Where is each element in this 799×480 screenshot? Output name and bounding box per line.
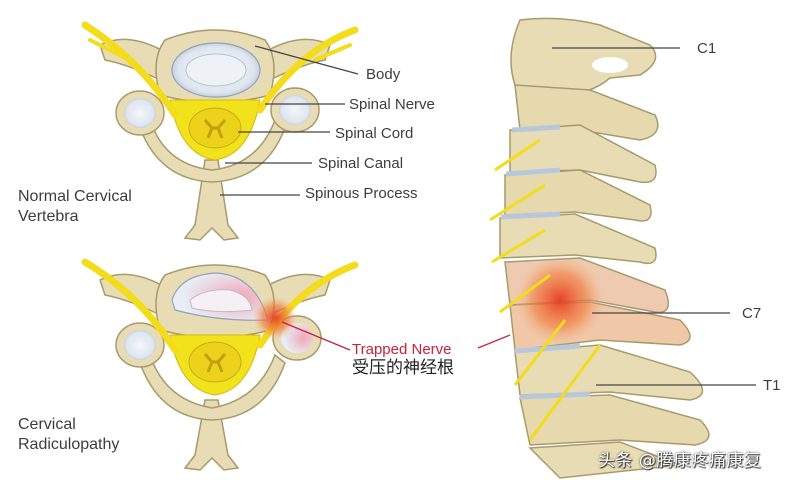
label-spinal-nerve: Spinal Nerve <box>349 96 435 113</box>
label-t1: T1 <box>763 377 781 394</box>
caption-radiculopathy: Cervical Radiculopathy <box>18 415 119 455</box>
label-trapped-nerve: Trapped Nerve <box>352 341 452 358</box>
label-trapped-nerve-cn: 受压的神经根 <box>352 358 454 378</box>
label-spinal-canal: Spinal Canal <box>318 155 404 172</box>
label-spinous-process: Spinous Process <box>305 185 418 202</box>
caption-line-1: Normal Cervical <box>18 188 132 205</box>
trapped-nerve-leader-right <box>477 334 511 349</box>
cervical-spine-side-view <box>489 17 710 479</box>
watermark: 头条 @腾康疼痛康复 <box>598 451 762 471</box>
label-c7: C7 <box>742 305 762 322</box>
label-c1: C1 <box>697 40 717 57</box>
normal-vertebra <box>81 21 359 241</box>
trapped-nerve-leader <box>281 321 351 351</box>
label-spinal-cord: Spinal Cord <box>335 125 414 142</box>
caption-line-2: Radiculopathy <box>18 436 120 453</box>
label-body: Body <box>366 66 401 83</box>
radiculopathy-vertebra <box>81 258 359 471</box>
leader-lines-side <box>552 47 756 386</box>
caption-normal-vertebra: Normal Cervical Vertebra <box>18 187 132 227</box>
caption-line-1: Cervical <box>18 416 76 433</box>
leader-lines-top <box>220 45 359 196</box>
caption-line-2: Vertebra <box>18 208 79 225</box>
